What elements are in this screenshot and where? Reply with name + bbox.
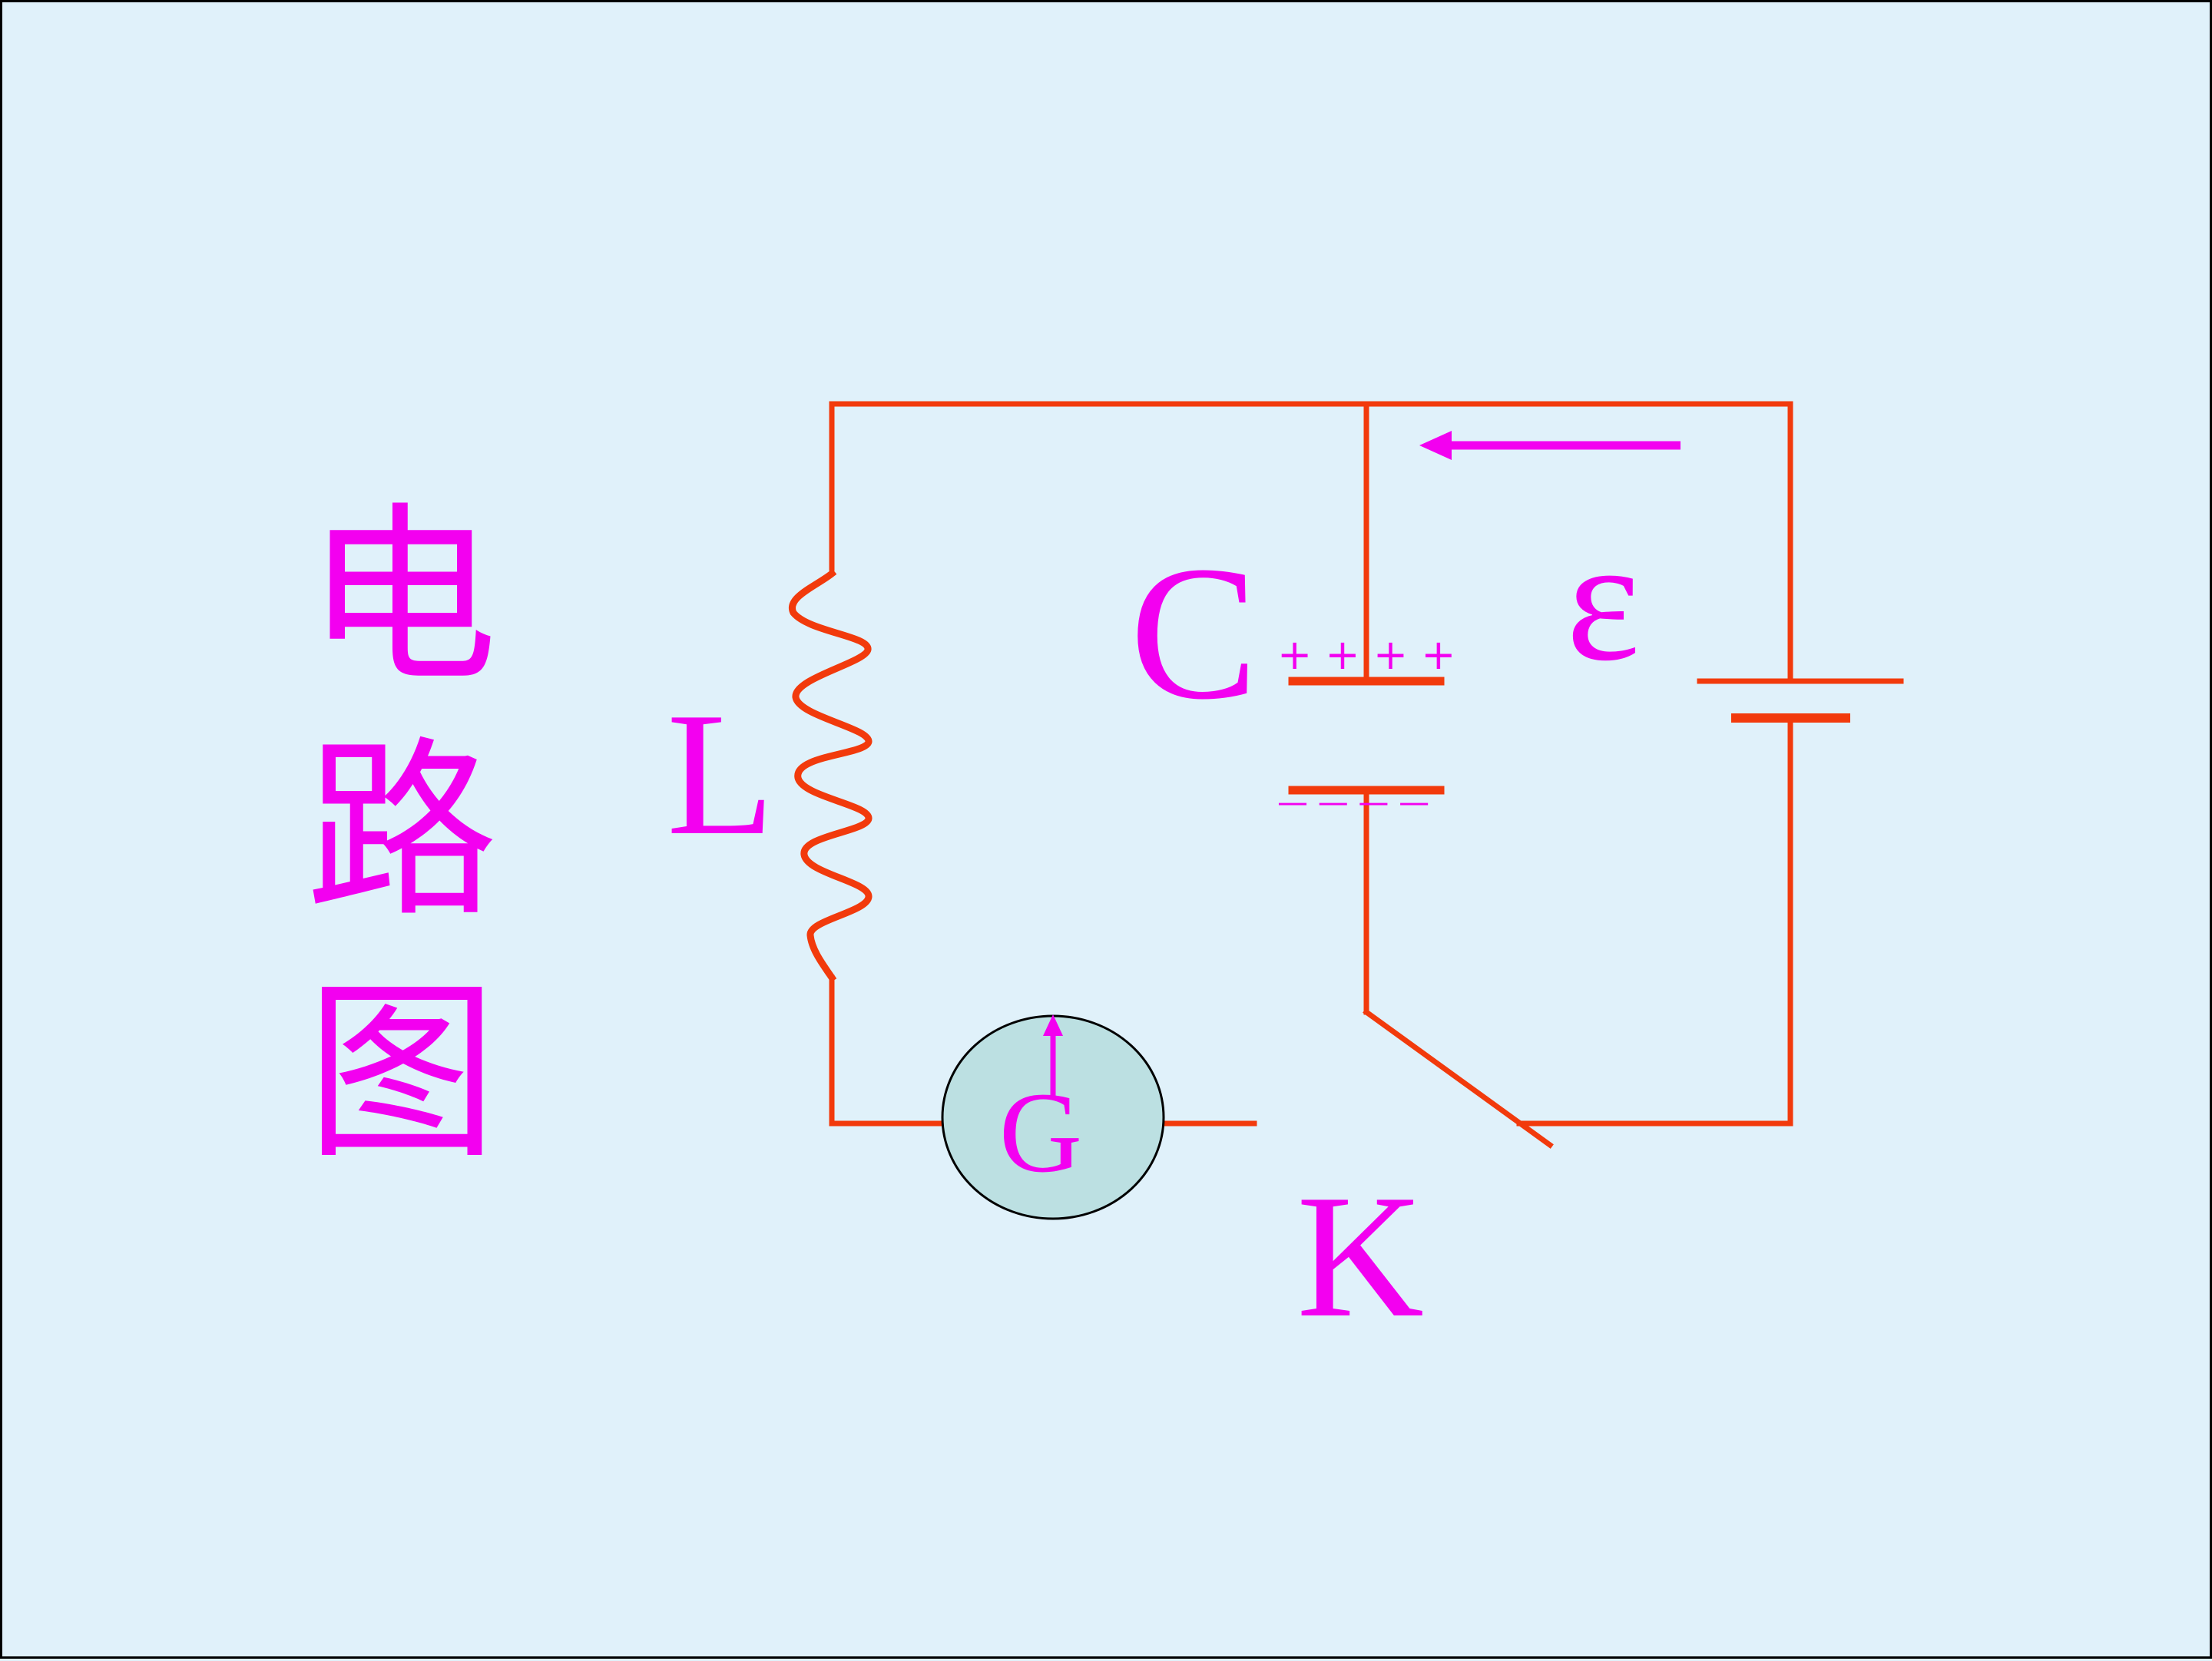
capacitor-label: C [1130,527,1258,740]
title-char-1: 电 [306,485,498,709]
inductor-coil [789,568,873,983]
title-char-2: 路 [306,720,498,943]
switch-blade[interactable] [1363,1008,1554,1149]
title-char-3: 图 [306,961,498,1185]
galvanometer-label: G [999,1069,1082,1196]
capacitor-minus-signs: — — — — [1277,785,1429,820]
switch-label: K [1296,1158,1424,1354]
capacitor-plus-signs: + + + + [1277,630,1455,679]
current-arrow-head [1419,431,1452,460]
inductor-label: L [667,676,775,872]
galvanometer-needle-tip [1043,1014,1063,1036]
emf-label: ε [1566,501,1641,697]
